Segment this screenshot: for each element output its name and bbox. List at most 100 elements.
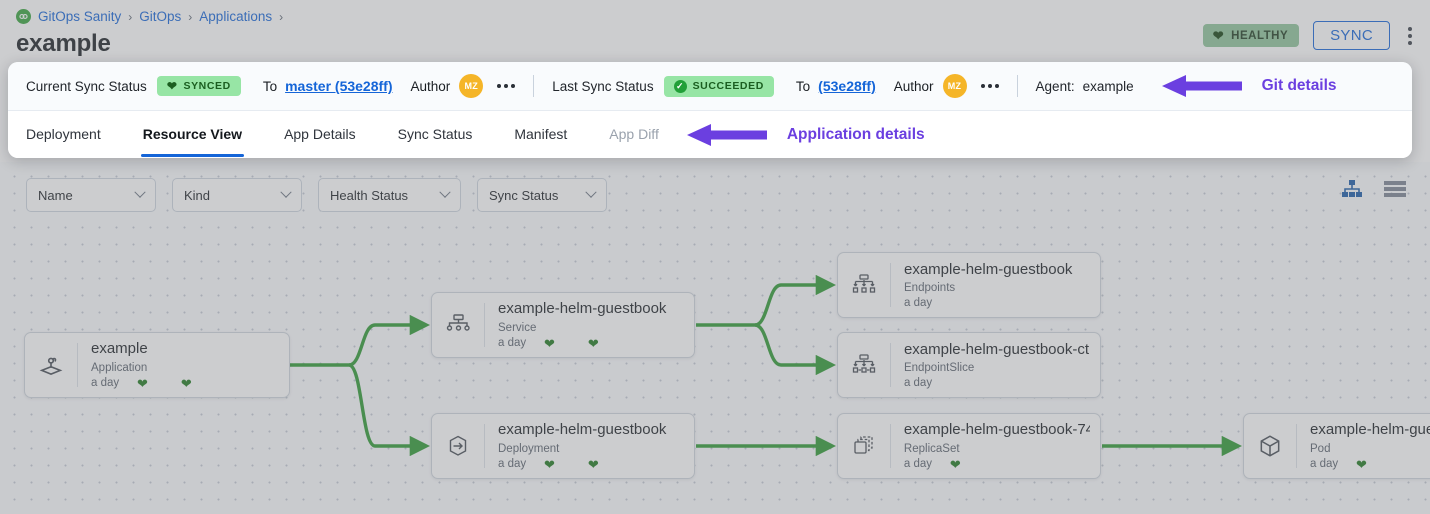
heart-icon: ❤ — [1212, 28, 1225, 43]
node-kind: Endpoints — [904, 282, 956, 295]
filter-kind-label: Kind — [184, 187, 211, 203]
breadcrumb-separator: › — [279, 9, 284, 24]
node-age: a day — [91, 377, 120, 390]
breadcrumb-separator: › — [188, 9, 193, 24]
node-age: a day — [498, 458, 527, 471]
current-author-label: Author — [410, 78, 451, 94]
current-sync-more-icon[interactable] — [497, 84, 516, 88]
graph-node-deployment[interactable]: example-helm-guestbook Deployment a day … — [431, 413, 695, 479]
sync-button[interactable]: SYNC — [1313, 21, 1390, 50]
left-arrow-annotation — [686, 123, 767, 146]
current-sync-status-value: SYNCED — [183, 80, 231, 92]
node-divider — [1296, 424, 1297, 468]
last-author-label: Author — [893, 78, 934, 94]
filter-health-status[interactable]: Health Status — [318, 178, 461, 212]
section-divider — [1016, 75, 1018, 97]
avatar: MZ — [942, 74, 967, 98]
node-age: a day — [1310, 458, 1339, 471]
node-title: example-helm-guestbook — [498, 421, 667, 439]
header-actions: ❤ HEALTHY SYNC — [1202, 21, 1416, 50]
tree-view-icon[interactable] — [1342, 180, 1362, 203]
node-body: example-helm-guestbook Service a day ❤ ❤ — [485, 293, 694, 357]
gitops-logo-icon — [16, 9, 31, 24]
tab-resource-view[interactable]: Resource View — [140, 112, 245, 157]
filter-sync-status[interactable]: Sync Status — [477, 178, 607, 212]
node-title: example-helm-guest — [1310, 421, 1430, 439]
node-body: example-helm-guestbook Deployment a day … — [485, 414, 694, 478]
page-title: example — [16, 30, 111, 57]
chevron-down-icon — [280, 186, 292, 198]
section-divider — [533, 75, 535, 97]
application-details-annotation-text: Application details — [786, 125, 925, 143]
node-meta: a day — [904, 297, 1090, 309]
current-revision-link[interactable]: master (53e28ff) — [285, 78, 393, 94]
node-title: example — [91, 340, 148, 358]
pod-icon — [1244, 433, 1296, 459]
graph-node-pod[interactable]: example-helm-guest Pod a day ❤ — [1243, 413, 1430, 479]
node-title: example-helm-guestbook-74... — [903, 421, 1090, 439]
node-body: example-helm-guestbook-ct... EndpointSli… — [891, 333, 1100, 397]
graph-node-application[interactable]: example Application a day ❤ ❤ — [24, 332, 290, 398]
node-divider — [77, 343, 78, 387]
last-sync-status-label: Last Sync Status — [552, 78, 654, 94]
sync-heart-icon: ❤ — [587, 335, 599, 351]
application-details-annotation: Application details — [685, 122, 925, 148]
filter-name-label: Name — [38, 187, 73, 203]
node-body: example-helm-guestbook Endpoints a day — [891, 253, 1100, 317]
last-revision-link[interactable]: (53e28ff) — [818, 78, 876, 94]
check-circle-icon: ✓ — [673, 79, 687, 93]
application-details-panel: Current Sync Status ❤ SYNCED To master (… — [8, 62, 1412, 158]
endpoints-icon — [838, 273, 890, 297]
breadcrumb-item-gitops[interactable]: GitOps — [139, 9, 182, 24]
graph-edges — [290, 274, 1243, 457]
graph-node-endpoints[interactable]: example-helm-guestbook Endpoints a day — [837, 252, 1101, 318]
filter-health-status-label: Health Status — [330, 187, 409, 203]
sync-heart-icon: ❤ — [587, 456, 599, 472]
graph-node-endpointslice[interactable]: example-helm-guestbook-ct... EndpointSli… — [837, 332, 1101, 398]
node-meta: a day ❤ — [1310, 458, 1430, 471]
health-badge-label: HEALTHY — [1231, 29, 1289, 42]
tab-manifest[interactable]: Manifest — [514, 126, 568, 142]
filter-kind[interactable]: Kind — [172, 178, 302, 212]
node-body: example-helm-guestbook-74... ReplicaSet … — [891, 414, 1100, 478]
node-kind: Service — [498, 321, 537, 334]
tab-app-details[interactable]: App Details — [284, 126, 356, 142]
sync-heart-icon: ❤ — [180, 375, 192, 391]
last-sync-more-icon[interactable] — [980, 84, 999, 88]
current-to-label: To — [262, 78, 278, 94]
argo-application-icon — [25, 352, 77, 378]
node-divider — [890, 343, 891, 387]
filter-sync-status-label: Sync Status — [489, 187, 559, 203]
last-to-label: To — [795, 78, 811, 94]
graph-node-replicaset[interactable]: example-helm-guestbook-74... ReplicaSet … — [837, 413, 1101, 479]
tab-bar: Deployment Resource View App Details Syn… — [8, 110, 1412, 158]
node-body: example Application a day ❤ ❤ — [78, 333, 289, 397]
service-icon — [432, 313, 484, 337]
breadcrumb-item-gitops-sanity[interactable]: GitOps Sanity — [38, 9, 122, 24]
left-arrow-annotation — [1161, 75, 1242, 97]
sync-status-bar: Current Sync Status ❤ SYNCED To master (… — [8, 62, 1412, 110]
list-view-icon[interactable] — [1384, 180, 1406, 203]
chevron-down-icon — [439, 186, 451, 198]
tab-app-diff[interactable]: App Diff — [609, 126, 659, 142]
health-heart-icon: ❤ — [1356, 456, 1367, 472]
health-heart-icon: ❤ — [544, 456, 555, 472]
node-meta: a day ❤ ❤ — [498, 337, 684, 350]
graph-node-service[interactable]: example-helm-guestbook Service a day ❤ ❤ — [431, 292, 695, 358]
node-kind: EndpointSlice — [903, 362, 975, 375]
node-meta: a day ❤ ❤ — [498, 458, 684, 471]
kebab-menu-icon[interactable] — [1404, 24, 1416, 48]
node-title: example-helm-guestbook — [498, 300, 667, 318]
last-sync-status-value: SUCCEEDED — [692, 80, 764, 92]
node-kind: Deployment — [498, 442, 560, 455]
filter-name[interactable]: Name — [26, 178, 156, 212]
current-sync-status-badge: ❤ SYNCED — [156, 76, 241, 96]
tab-deployment[interactable]: Deployment — [26, 126, 101, 142]
node-divider — [484, 424, 485, 468]
tab-sync-status[interactable]: Sync Status — [397, 126, 473, 142]
breadcrumb-item-applications[interactable]: Applications — [199, 9, 273, 24]
node-meta: a day ❤ ❤ — [91, 377, 279, 390]
node-age: a day — [903, 377, 933, 390]
chevron-down-icon — [134, 186, 146, 198]
resource-graph-canvas[interactable]: Name Kind Health Status Sync Status — [0, 162, 1430, 514]
